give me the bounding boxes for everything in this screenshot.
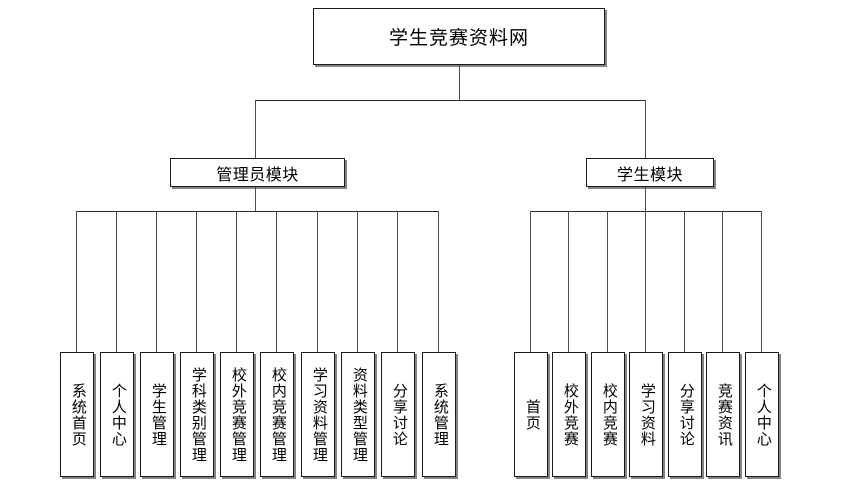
node-leaf-admin-10[interactable]: 系统管理 <box>422 352 456 477</box>
node-leaf-admin-1[interactable]: 系统首页 <box>60 352 94 477</box>
connector-admin-drop-7 <box>317 211 318 352</box>
node-leaf-admin-2[interactable]: 个人中心 <box>100 352 134 477</box>
node-leaf-label: 资料类型管理 <box>350 366 367 463</box>
node-admin-module-label: 管理员模块 <box>216 166 299 184</box>
node-leaf-label: 学科类别管理 <box>189 366 206 463</box>
node-leaf-admin-3[interactable]: 学生管理 <box>140 352 174 477</box>
connector-student-drop-3 <box>607 211 608 352</box>
node-leaf-admin-6[interactable]: 校内竞赛管理 <box>260 352 294 477</box>
connector-level1-drop-student <box>645 100 646 158</box>
connector-student-drop-7 <box>761 211 762 352</box>
node-leaf-admin-9[interactable]: 分享讨论 <box>381 352 415 477</box>
node-leaf-student-2[interactable]: 校外竞赛 <box>552 352 586 477</box>
node-leaf-student-1[interactable]: 首页 <box>514 352 548 477</box>
connector-student-drop-5 <box>684 211 685 352</box>
connector-level1-drop-admin <box>255 100 256 158</box>
node-leaf-admin-8[interactable]: 资料类型管理 <box>341 352 375 477</box>
node-leaf-label: 校内竞赛 <box>600 382 617 447</box>
node-leaf-label: 首页 <box>523 398 540 431</box>
node-leaf-label: 校内竞赛管理 <box>269 366 286 463</box>
connector-student-drop-2 <box>568 211 569 352</box>
connector-student-drop-6 <box>722 211 723 352</box>
node-leaf-label: 系统首页 <box>69 382 86 447</box>
node-leaf-student-5[interactable]: 分享讨论 <box>668 352 702 477</box>
node-student-module-label: 学生模块 <box>616 166 683 184</box>
node-leaf-label: 个人中心 <box>754 382 771 447</box>
connector-admin-drop-8 <box>357 211 358 352</box>
connector-admin-stem <box>255 187 256 212</box>
connector-admin-drop-10 <box>438 211 439 352</box>
node-leaf-student-4[interactable]: 学习资料 <box>629 352 663 477</box>
connector-admin-drop-6 <box>276 211 277 352</box>
node-root[interactable]: 学生竞赛资料网 <box>313 8 605 65</box>
node-leaf-student-3[interactable]: 校内竞赛 <box>591 352 625 477</box>
node-leaf-label: 竞赛资讯 <box>715 382 732 447</box>
connector-admin-drop-5 <box>236 211 237 352</box>
node-leaf-label: 学生管理 <box>149 382 166 447</box>
node-leaf-admin-4[interactable]: 学科类别管理 <box>180 352 214 477</box>
node-leaf-label: 校外竞赛 <box>561 382 578 447</box>
node-leaf-label: 系统管理 <box>431 382 448 447</box>
node-leaf-label: 个人中心 <box>109 382 126 447</box>
node-leaf-label: 分享讨论 <box>390 382 407 447</box>
node-leaf-student-6[interactable]: 竞赛资讯 <box>706 352 740 477</box>
node-leaf-label: 分享讨论 <box>677 382 694 447</box>
node-leaf-student-7[interactable]: 个人中心 <box>745 352 779 477</box>
node-leaf-admin-7[interactable]: 学习资料管理 <box>301 352 335 477</box>
connector-admin-drop-1 <box>76 211 77 352</box>
node-leaf-admin-5[interactable]: 校外竞赛管理 <box>220 352 254 477</box>
node-leaf-label: 校外竞赛管理 <box>229 366 246 463</box>
connector-admin-drop-3 <box>156 211 157 352</box>
connector-student-stem <box>645 187 646 212</box>
connector-student-drop-4 <box>645 211 646 352</box>
node-leaf-label: 学习资料管理 <box>310 366 327 463</box>
connector-admin-drop-4 <box>196 211 197 352</box>
node-admin-module[interactable]: 管理员模块 <box>170 158 345 187</box>
connector-root-stem <box>459 65 460 101</box>
node-leaf-label: 学习资料 <box>638 382 655 447</box>
connector-admin-drop-9 <box>397 211 398 352</box>
connector-admin-drop-2 <box>116 211 117 352</box>
node-student-module[interactable]: 学生模块 <box>586 158 714 187</box>
node-root-label: 学生竞赛资料网 <box>388 28 529 49</box>
connector-level1-bus <box>255 100 646 101</box>
connector-student-drop-1 <box>530 211 531 352</box>
connector-admin-bus <box>76 211 438 212</box>
